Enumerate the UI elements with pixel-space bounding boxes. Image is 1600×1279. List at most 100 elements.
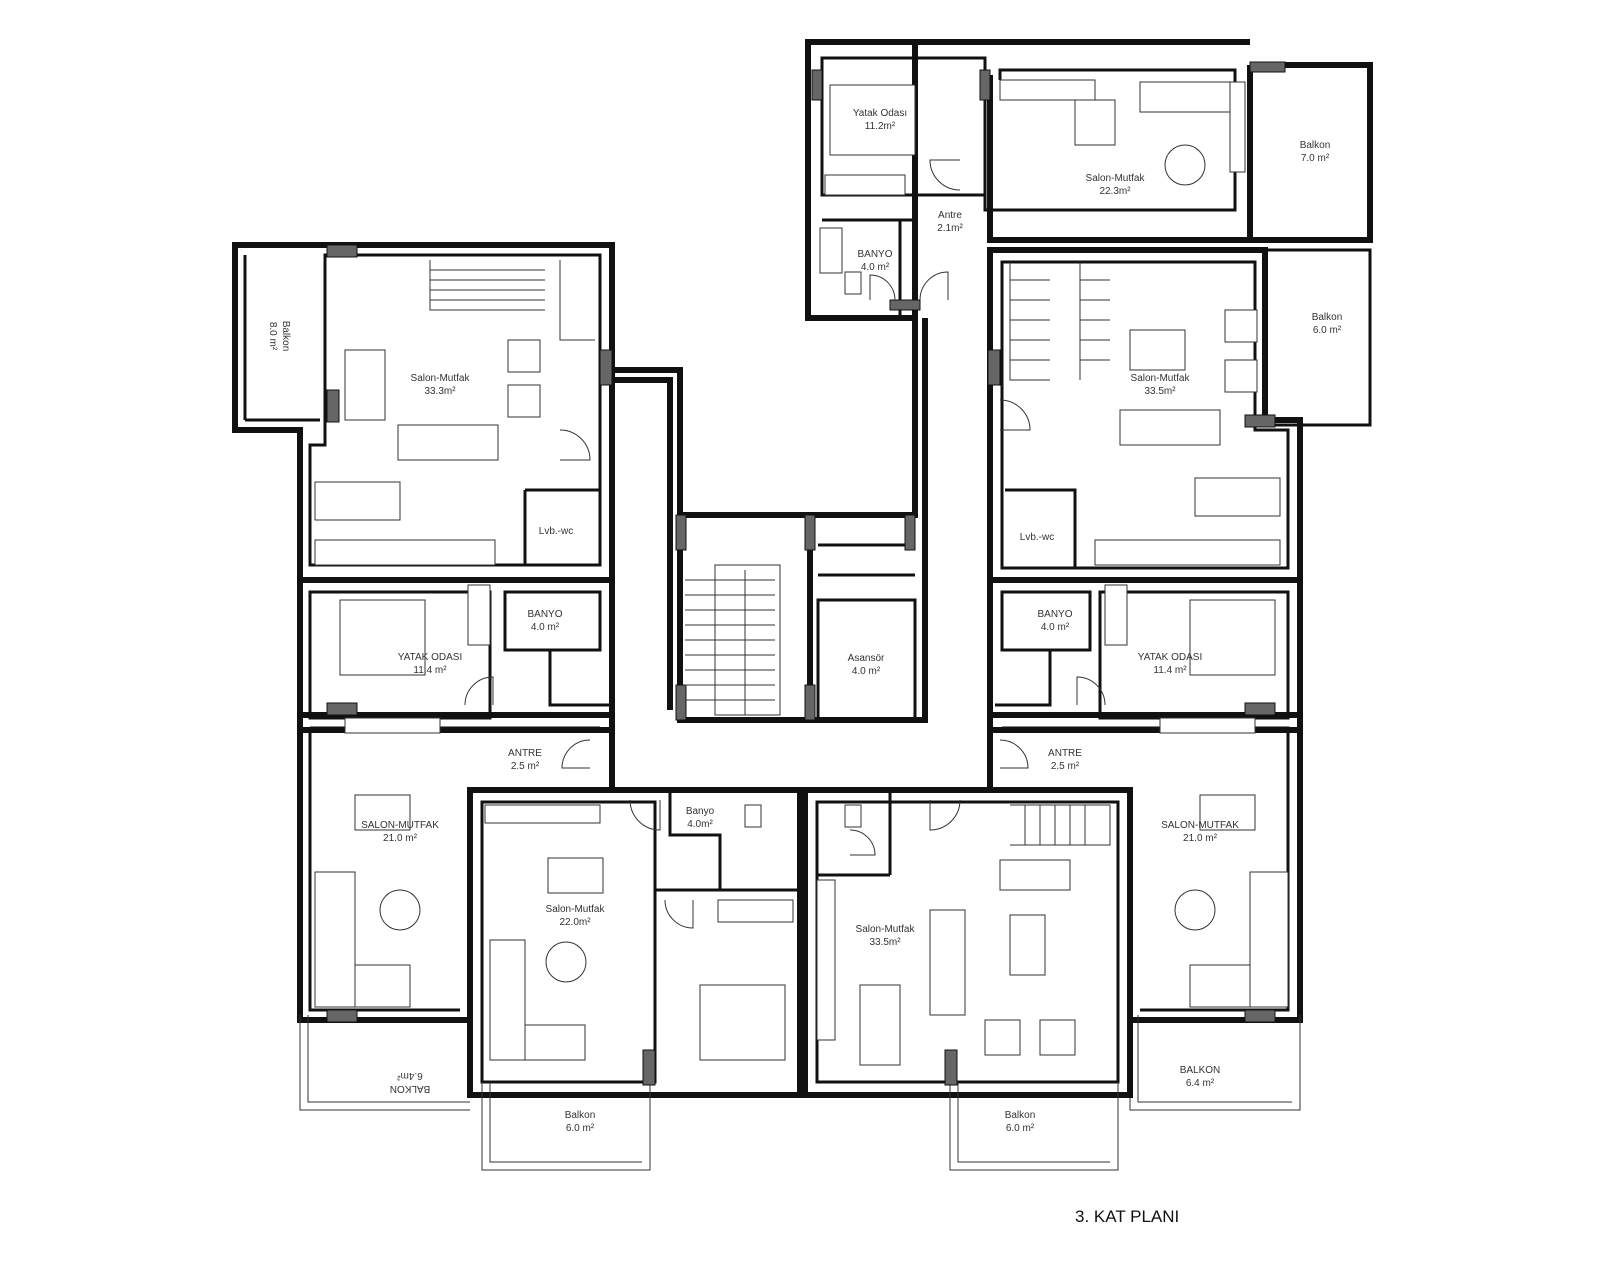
door-swing <box>559 429 591 461</box>
apt-b-balcony-rail <box>299 1015 470 1111</box>
room-area: 2.1m² <box>937 223 963 234</box>
room-name: BANYO <box>527 609 562 620</box>
room-name: Salon-Mutfak <box>546 904 606 915</box>
room-area: 6.0 m² <box>1313 325 1342 336</box>
room-name: ANTRE <box>508 748 542 759</box>
coffee-table <box>1009 914 1046 976</box>
coffee-table <box>379 889 421 931</box>
sofa-side <box>1229 81 1246 173</box>
apt-a-wall-2 <box>808 39 1373 318</box>
room-name: Balkon <box>565 1110 596 1121</box>
room-name: ANTRE <box>1048 748 1082 759</box>
room-area: 6.0 m² <box>566 1123 595 1134</box>
coffee-table <box>1174 889 1216 931</box>
kitchen-counter <box>816 879 836 1041</box>
room-name: Asansör <box>848 653 885 664</box>
door-swing <box>1076 676 1106 706</box>
room-name: Balkon <box>280 321 291 352</box>
room-name: Yatak Odası <box>853 108 907 119</box>
column <box>326 702 358 716</box>
door-swing <box>464 676 494 706</box>
door-swing <box>629 799 661 831</box>
column <box>1244 414 1276 428</box>
apt-c-balcony-rail <box>1129 1015 1301 1111</box>
room-area: 2.5 m² <box>1051 761 1080 772</box>
door-swing <box>664 899 694 929</box>
armchair <box>1039 1019 1076 1056</box>
toilet <box>844 804 862 828</box>
door-swing <box>849 829 876 856</box>
doors <box>464 159 1106 929</box>
door-swing <box>561 739 591 769</box>
apt-c-inner <box>1000 248 1372 570</box>
coffee-table <box>1129 329 1186 371</box>
sofa-l <box>489 939 526 1061</box>
armchair <box>1224 309 1258 343</box>
room-name: SALON-MUTFAK <box>361 820 439 831</box>
column <box>804 684 816 721</box>
kitchen-counter <box>1094 539 1281 566</box>
stair-c <box>1009 262 1110 381</box>
room-area: 6.4m² <box>397 1070 423 1081</box>
room-area: 4.0 m² <box>1041 622 1070 633</box>
room-name: Salon-Mutfak <box>1131 373 1191 384</box>
room-area: 21.0 m² <box>383 833 418 844</box>
column <box>979 69 991 101</box>
wardrobe <box>1104 584 1128 646</box>
column <box>326 389 340 423</box>
room-area: 11.4 m² <box>413 665 447 676</box>
door-swing <box>999 739 1029 769</box>
kitchen-counter <box>484 804 601 824</box>
stair-core-lines <box>714 564 781 716</box>
kitchen-counter <box>314 539 496 566</box>
plan-title: 3. KAT PLANI <box>1075 1207 1179 1226</box>
apt-d-balcony-rail <box>481 1082 651 1171</box>
room-area: 33.5m² <box>869 937 901 948</box>
room-name: Balkon <box>1005 1110 1036 1121</box>
dining-table <box>859 984 901 1066</box>
door-swing <box>929 159 961 191</box>
room-name: Salon-Mutfak <box>1086 173 1146 184</box>
room-area: 4.0 m² <box>531 622 560 633</box>
column <box>889 299 921 311</box>
kitchen-counter <box>1159 717 1256 734</box>
sofa <box>397 424 499 461</box>
apt-b-inner <box>243 253 602 567</box>
room-name: YATAK ODASI <box>1138 652 1202 663</box>
room-area: 22.0m² <box>559 917 591 928</box>
room-labels: Yatak Odası 11.2m² Salon-Mutfak 22.3m² B… <box>267 108 1342 1134</box>
kitchen-counter <box>999 79 1096 101</box>
bed <box>699 984 786 1061</box>
wardrobe <box>824 174 906 196</box>
stair-treads <box>685 570 775 715</box>
stair-b <box>429 260 595 341</box>
sofa-l-bottom <box>524 1024 586 1061</box>
sofa <box>999 859 1071 891</box>
sofa <box>1119 409 1221 446</box>
armchair <box>1224 359 1258 393</box>
room-area: 8.0 m² <box>267 322 278 351</box>
room-name: SALON-MUTFAK <box>1161 820 1239 831</box>
column <box>642 1049 656 1086</box>
dining-table <box>1194 477 1281 517</box>
dining-table <box>1199 794 1256 831</box>
toilet <box>744 804 762 828</box>
column <box>599 349 613 386</box>
room-area: 4.0m² <box>687 819 713 830</box>
furniture <box>314 79 1289 1066</box>
column <box>1244 702 1276 716</box>
column <box>811 69 823 101</box>
room-area: 2.5 m² <box>511 761 540 772</box>
door-swing <box>929 799 961 831</box>
shower <box>819 227 843 274</box>
room-name: YATAK ODASI <box>398 652 462 663</box>
column <box>944 1049 958 1086</box>
lift-shaft <box>816 543 917 722</box>
kitchen-counter <box>344 717 441 734</box>
room-name: Antre <box>938 210 962 221</box>
apt-d-wall <box>467 787 803 1098</box>
bed <box>1189 599 1276 676</box>
door-swing <box>919 271 949 301</box>
room-name: BALKON <box>390 1083 431 1094</box>
